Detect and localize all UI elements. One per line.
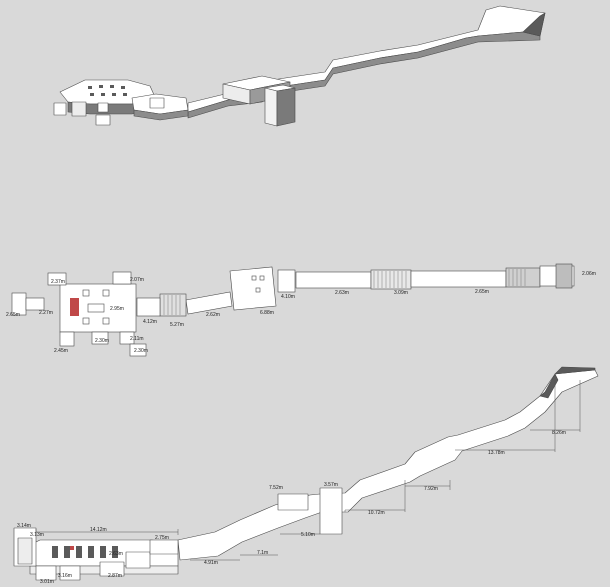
plan-hall-pillar-b bbox=[259, 275, 265, 281]
section-entrance-cap bbox=[554, 366, 596, 375]
plan-chamber-pillars bbox=[82, 289, 110, 325]
section-label: 2.63m bbox=[109, 551, 123, 557]
section-red-marker bbox=[70, 546, 74, 550]
plan-vestibule bbox=[136, 297, 161, 317]
model-side-room-b bbox=[71, 101, 87, 117]
section-label: 2.75m bbox=[155, 535, 169, 541]
section-label: 7.52m bbox=[269, 485, 283, 491]
plan-label: 2.65m bbox=[6, 312, 20, 318]
section-label: 7.92m bbox=[424, 486, 438, 492]
section-label: 8.26m bbox=[552, 430, 566, 436]
model-side-room-d bbox=[97, 102, 109, 113]
model-annex-right-shade bbox=[133, 109, 189, 121]
plan-label: 5.27m bbox=[170, 322, 184, 328]
section-label: 3.16m bbox=[58, 573, 72, 579]
section-label: 5.10m bbox=[301, 532, 315, 538]
plan-label: 6.88m bbox=[260, 310, 274, 316]
plan-label: 4.10m bbox=[281, 294, 295, 300]
section-label: 3.13m bbox=[30, 532, 44, 538]
plan-label: 2.11m bbox=[130, 336, 144, 342]
section-room-a bbox=[99, 561, 125, 577]
section-room-d bbox=[35, 565, 57, 581]
section-hall bbox=[277, 493, 309, 511]
section-dark-pillars bbox=[52, 546, 118, 558]
plan-stair-ticks-d bbox=[508, 269, 526, 286]
plan-hall-pillar-c bbox=[255, 287, 261, 293]
model-side-room-c bbox=[95, 114, 111, 126]
plan-label: 2.45m bbox=[54, 348, 68, 354]
plan-corridor-a bbox=[295, 271, 372, 289]
plan-shaft bbox=[277, 269, 296, 293]
plan-side-room-se2 bbox=[129, 343, 147, 357]
plan-entrance-inner bbox=[555, 263, 573, 289]
plan-label: 2.63m bbox=[335, 290, 349, 296]
plan-label: 2.37m bbox=[51, 279, 65, 285]
section-dimension-lines bbox=[35, 380, 581, 561]
model-pillars bbox=[88, 85, 127, 96]
section-dimension-labels: 3.14m 3.13m 14.12m 2.75m 2.63m 3.01m 3.1… bbox=[17, 430, 566, 585]
plan-side-room-se bbox=[119, 331, 135, 345]
plan-stair-ticks-lower bbox=[163, 295, 181, 315]
plan-dimension-labels: 2.37m 2.07m 2.65m 2.27m 2.95m 4.12m 5.27… bbox=[6, 271, 596, 354]
section-label: 14.12m bbox=[90, 527, 107, 533]
plan-side-room-sw bbox=[59, 331, 75, 347]
plan-label: 2.06m bbox=[582, 271, 596, 277]
section-label: 3.14m bbox=[17, 523, 31, 529]
plan-corridor-b bbox=[370, 269, 412, 290]
section-label: 10.72m bbox=[368, 510, 385, 516]
plan-hall bbox=[229, 266, 277, 311]
plan-hall-pillar-a bbox=[251, 275, 257, 281]
section-room-e bbox=[59, 565, 81, 581]
plan-label: 2.65m bbox=[475, 289, 489, 295]
plan-sarcophagus bbox=[70, 298, 79, 316]
plan-label: 2.27m bbox=[39, 310, 53, 316]
plan-side-room-w2 bbox=[25, 297, 45, 311]
model-shaft-side bbox=[276, 87, 296, 127]
plan-corridor-lower bbox=[185, 291, 233, 315]
plan-corridor-c bbox=[410, 270, 507, 288]
plan-label: 2.07m bbox=[130, 277, 144, 283]
model-side-room-a bbox=[53, 102, 67, 116]
plan-label: 2.30m bbox=[95, 338, 109, 344]
plan-label: 4.12m bbox=[143, 319, 157, 325]
plan-label: 2.62m bbox=[206, 312, 220, 318]
section-label: 7.1m bbox=[257, 550, 268, 556]
model-entrance-stair bbox=[522, 12, 546, 37]
section-label: 2.87m bbox=[108, 573, 122, 579]
section-shaft bbox=[319, 487, 343, 535]
plan-label: 2.30m bbox=[134, 348, 148, 354]
model-shaft-front bbox=[264, 87, 278, 127]
section-label: 3.57m bbox=[324, 482, 338, 488]
section-left-room-inner bbox=[17, 537, 33, 565]
plan-side-room-nw bbox=[47, 272, 67, 286]
plan-label: 3.09m bbox=[394, 290, 408, 296]
model-corridor-shade bbox=[187, 31, 541, 119]
section-label: 4.91m bbox=[204, 560, 218, 566]
section-view bbox=[13, 366, 599, 581]
plan-side-room-s bbox=[91, 331, 109, 345]
section-label: 3.01m bbox=[40, 579, 54, 585]
section-entrance-step bbox=[539, 373, 559, 399]
section-room-b bbox=[125, 551, 151, 569]
section-label: 13.78m bbox=[488, 450, 505, 456]
section-corridor bbox=[177, 369, 599, 561]
model-side-room-e bbox=[149, 97, 165, 109]
perspective-model bbox=[53, 5, 546, 127]
plan-view bbox=[11, 263, 575, 357]
plan-corridor-d bbox=[505, 267, 541, 288]
section-room-c bbox=[149, 539, 179, 555]
plan-label: 2.95m bbox=[110, 306, 124, 312]
plan-stair-ticks-b bbox=[373, 271, 407, 288]
plan-side-room-ne bbox=[112, 271, 132, 285]
